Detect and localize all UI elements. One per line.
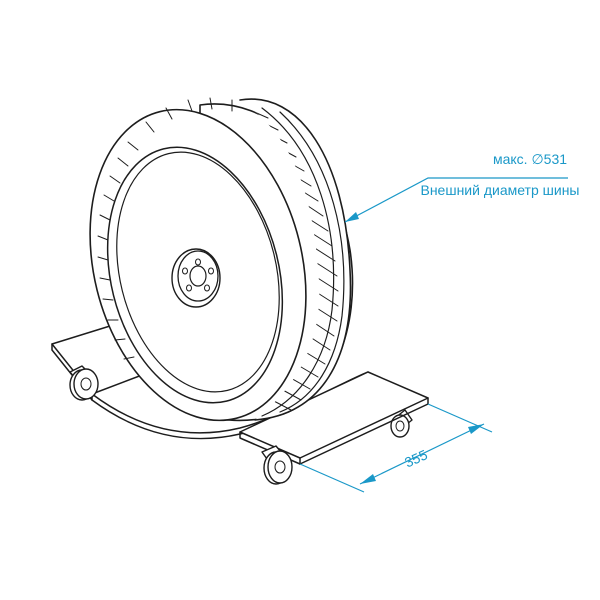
tire [89, 97, 354, 422]
wheel-hub [171, 248, 221, 308]
rear-caster-right [390, 409, 413, 438]
front-caster-right [261, 445, 293, 485]
outer-diameter-label: Внешний диаметр шины [420, 182, 579, 198]
front-caster-left [69, 365, 99, 401]
width-value-label: 355 [402, 446, 430, 470]
diameter-callout: макс. ∅531 Внешний диаметр шины [344, 151, 580, 223]
max-diameter-label: макс. ∅531 [493, 151, 567, 167]
